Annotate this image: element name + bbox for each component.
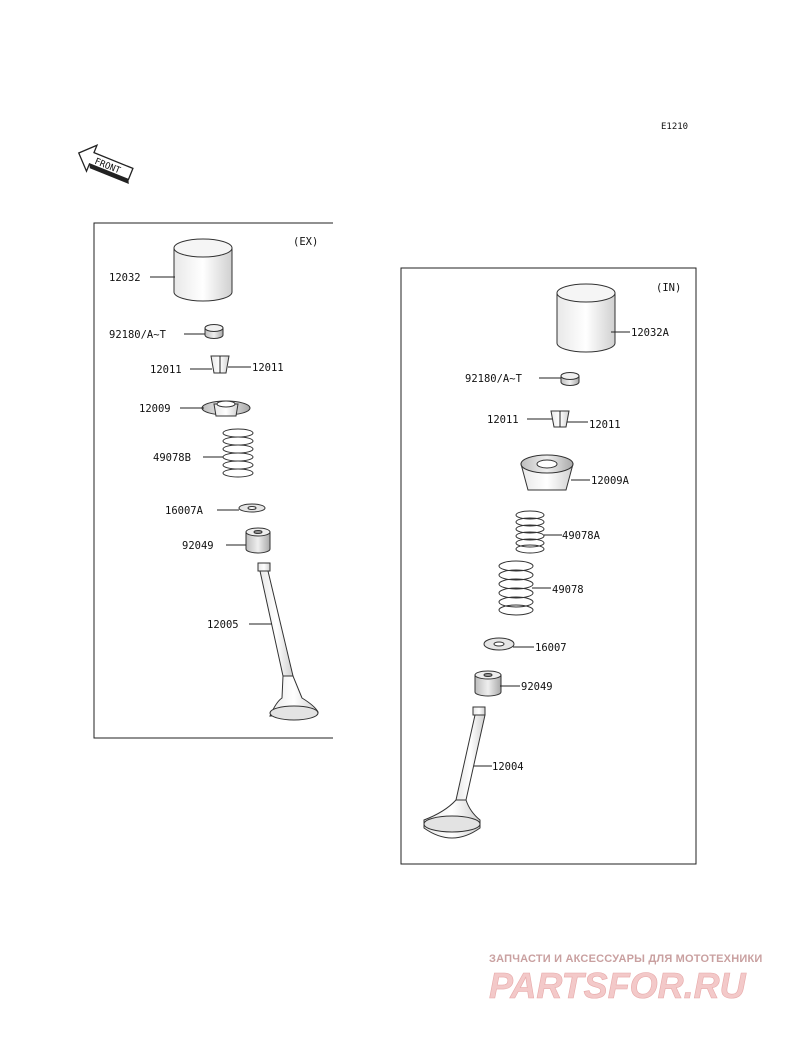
diagram-code: E1210 [661,122,688,132]
in-panel: (IN) 12032A 92180/A~T 12011 12011 [400,267,697,865]
ex-cotter-left-label: 12011 [150,364,182,376]
ex-seal [245,527,271,554]
ex-shim [204,324,224,339]
ex-retainer [201,400,251,417]
in-retainer-label: 12009A [591,475,630,487]
in-cotter-right-label: 12011 [589,419,621,431]
ex-seat [238,503,266,513]
in-retainer [520,454,574,491]
ex-cotter [210,355,230,374]
in-lifter-label: 12032A [631,327,670,339]
in-seal [474,670,502,697]
ex-shim-label: 92180/A~T [109,329,167,341]
ex-panel-title: (EX) [293,236,318,248]
ex-lifter [173,238,233,302]
in-cotter-left-label: 12011 [487,414,519,426]
ex-panel: (EX) 12032 92180/A~T 12011 12011 [93,222,333,739]
watermark-tagline: ЗАПЧАСТИ И АКСЕССУАРЫ ДЛЯ МОТОТЕХНИКИ [489,953,762,965]
watermark: ЗАПЧАСТИ И АКСЕССУАРЫ ДЛЯ МОТОТЕХНИКИ PA… [489,953,763,1006]
in-spring-inner-label: 49078A [562,530,601,542]
in-lifter [556,283,616,353]
ex-seal-label: 92049 [182,540,214,552]
ex-retainer-label: 12009 [139,403,171,415]
ex-lifter-label: 12032 [109,272,141,284]
in-spring-inner [515,510,545,554]
ex-spring [222,428,254,478]
in-panel-title: (IN) [656,282,681,294]
front-arrow-icon: FRONT [77,144,134,184]
in-spring-outer-label: 49078 [552,584,584,596]
in-shim [560,372,580,386]
in-seal-label: 92049 [521,681,553,693]
in-cotter [550,410,570,428]
ex-cotter-right-label: 12011 [252,362,284,374]
ex-spring-label: 49078B [153,452,191,464]
watermark-logo: PARTSFOR.RU [489,965,747,1006]
ex-seat-label: 16007A [165,505,204,517]
ex-valve-label: 12005 [207,619,239,631]
in-seat [483,637,515,651]
in-shim-label: 92180/A~T [465,373,523,385]
in-seat-label: 16007 [535,642,567,654]
in-valve [423,706,486,839]
in-spring-outer [498,560,534,616]
in-valve-label: 12004 [492,761,524,773]
ex-valve [257,562,319,721]
